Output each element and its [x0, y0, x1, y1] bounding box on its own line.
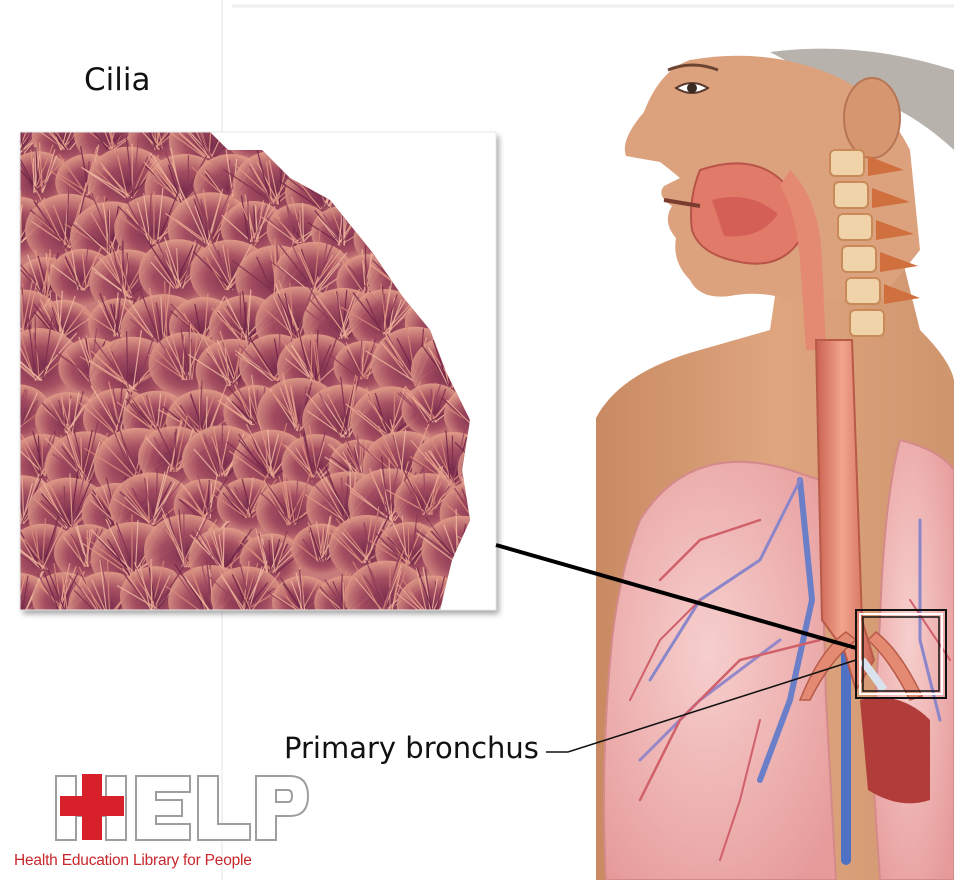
primary-bronchus-label: Primary bronchus — [284, 731, 539, 765]
cilia-inset — [0, 93, 548, 638]
logo-caption: Health Education Library for People — [14, 852, 252, 870]
torso-illustration — [596, 49, 954, 880]
cilia-label: Cilia — [84, 62, 150, 98]
right-lung — [604, 462, 836, 880]
